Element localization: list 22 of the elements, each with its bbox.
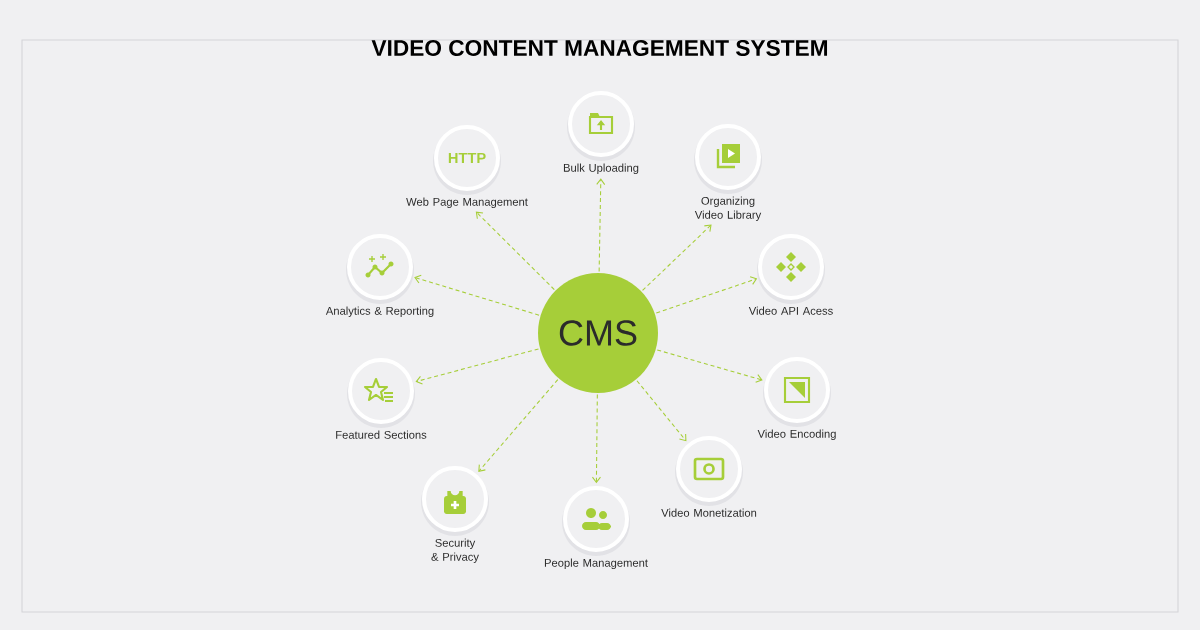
arrow — [591, 394, 601, 484]
feature-label: Organizing Video Library — [694, 196, 762, 222]
arrow — [478, 379, 559, 472]
arrow — [475, 211, 555, 291]
http-icon: HTTP — [448, 152, 486, 164]
feature-label: Bulk Uploading — [563, 163, 639, 175]
feature-label: Security & Privacy — [431, 538, 479, 564]
feature-label: Analytics & Reporting — [325, 306, 434, 318]
arrow — [415, 348, 540, 385]
arrow — [636, 380, 687, 442]
arrow — [655, 276, 758, 314]
feature-label: People Management — [544, 558, 648, 570]
title: VIDEO CONTENT MANAGEMENT SYSTEM — [371, 39, 828, 57]
arrow — [642, 224, 712, 291]
feature-label: Video Monetization — [661, 508, 757, 517]
arrow — [596, 178, 606, 272]
feature-label: Video Encoding — [757, 429, 836, 441]
feature-label: Featured Sections — [336, 430, 427, 439]
feature-label: Video API Acess — [748, 306, 833, 315]
arrow — [414, 274, 540, 316]
arrow — [656, 349, 763, 383]
feature-label: Web Page Management — [406, 197, 528, 209]
